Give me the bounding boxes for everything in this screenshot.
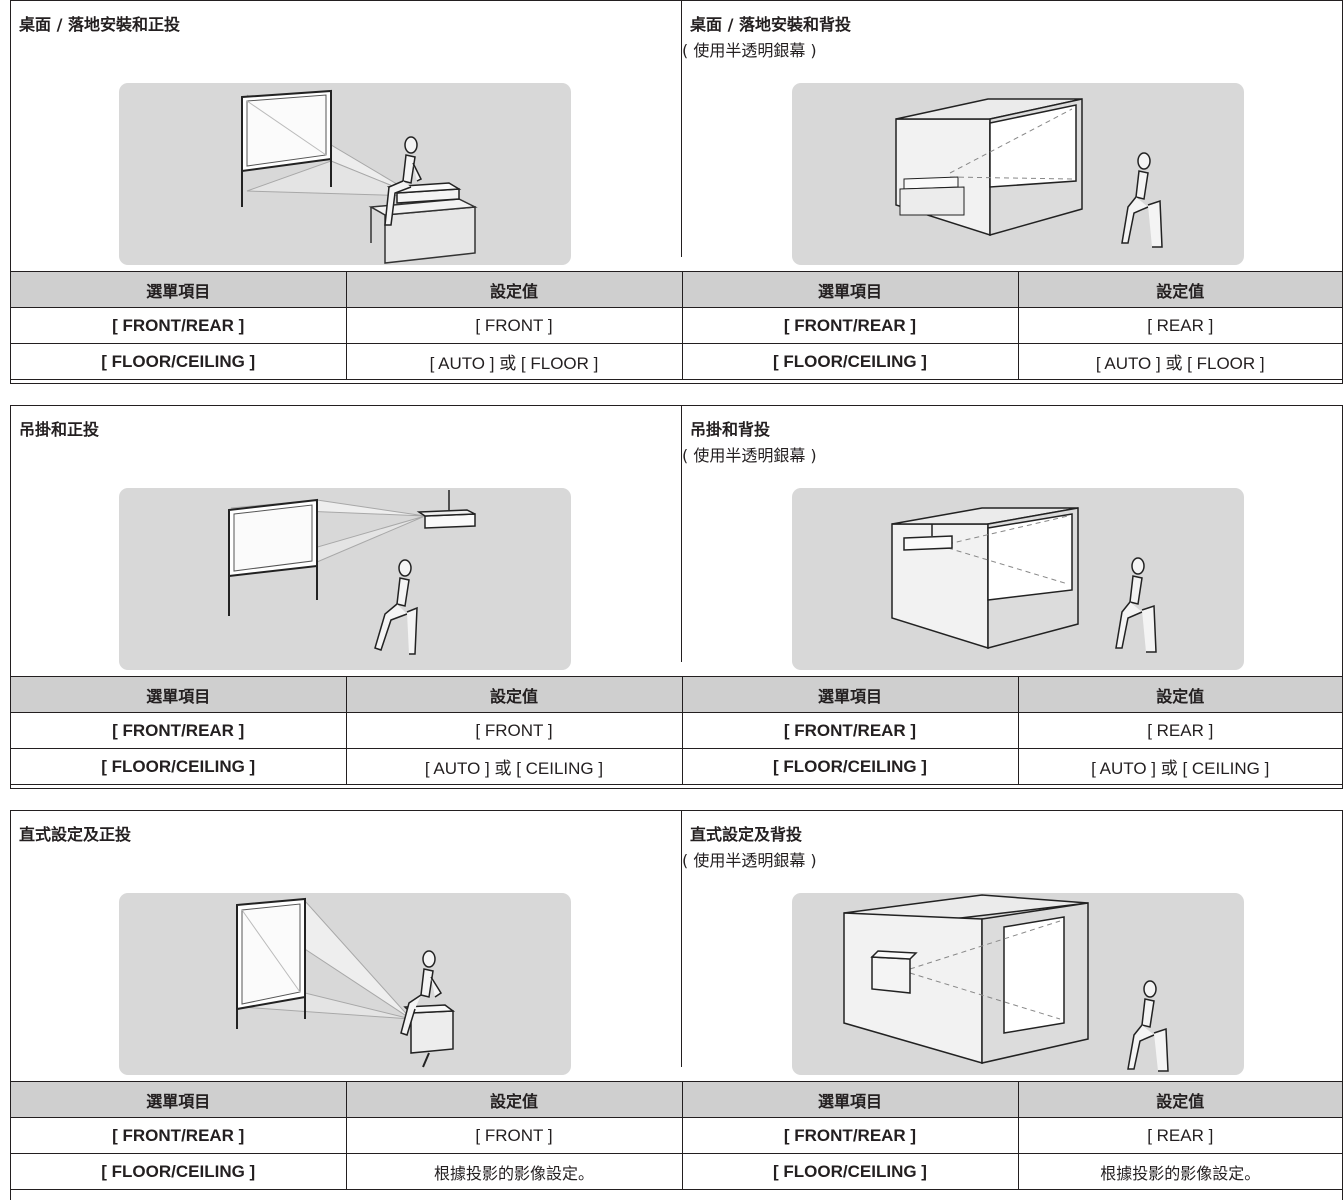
installation-section-desk-floor: 桌面 / 落地安裝和正投 (10, 0, 1343, 384)
settings-table: 選單項目 設定值 選單項目 設定值 [ FRONT/REAR ] [ FRONT… (11, 271, 1342, 380)
menu-item-cell: [ FRONT/REAR ] (681, 307, 1019, 344)
menu-item-cell: [ FRONT/REAR ] (11, 307, 347, 344)
illustration-portrait-front-projection (119, 893, 571, 1075)
setting-value-cell: [ AUTO ] 或 [ FLOOR ] (345, 343, 683, 380)
panel-title: 吊掛和正投 (19, 420, 100, 439)
table-row: [ FLOOR/CEILING ] [ AUTO ] 或 [ FLOOR ] [… (11, 343, 1342, 380)
header-menu-item: 選單項目 (11, 1081, 347, 1118)
header-setting-value: 設定值 (345, 676, 683, 713)
header-menu-item: 選單項目 (681, 1081, 1019, 1118)
header-setting-value: 設定值 (1017, 271, 1342, 308)
illustration-desk-rear-projection (792, 83, 1244, 265)
panel-title: 吊掛和背投 (690, 420, 771, 439)
menu-item-cell: [ FRONT/REAR ] (681, 1117, 1019, 1154)
header-setting-value: 設定值 (345, 1081, 683, 1118)
panel-title: 直式設定及正投 (19, 825, 132, 844)
table-row: [ FLOOR/CEILING ] 根據投影的影像設定。 [ FLOOR/CEI… (11, 1153, 1342, 1190)
panel-portrait-rear: 直式設定及背投 ( 使用半透明銀幕 ) (682, 811, 1343, 1075)
table-row: [ FRONT/REAR ] [ FRONT ] [ FRONT/REAR ] … (11, 1117, 1342, 1154)
settings-table: 選單項目 設定值 選單項目 設定值 [ FRONT/REAR ] [ FRONT… (11, 676, 1342, 785)
setting-value-cell: [ REAR ] (1017, 1117, 1342, 1154)
setting-value-cell: 根據投影的影像設定。 (345, 1153, 683, 1190)
table-row: [ FRONT/REAR ] [ FRONT ] [ FRONT/REAR ] … (11, 712, 1342, 749)
header-menu-item: 選單項目 (681, 271, 1019, 308)
panel-subtitle: ( 使用半透明銀幕 ) (682, 446, 817, 465)
menu-item-cell: [ FRONT/REAR ] (11, 712, 347, 749)
illustration-desk-front-projection (119, 83, 571, 265)
setting-value-cell: [ AUTO ] 或 [ FLOOR ] (1017, 343, 1342, 380)
menu-item-cell: [ FLOOR/CEILING ] (11, 1153, 347, 1190)
illustration-ceiling-front-projection (119, 488, 571, 670)
illustration-portrait-rear-projection (792, 893, 1244, 1075)
header-setting-value: 設定值 (1017, 1081, 1342, 1118)
panel-title: 直式設定及背投 (690, 825, 803, 844)
menu-item-cell: [ FLOOR/CEILING ] (681, 748, 1019, 785)
panel-title: 桌面 / 落地安裝和正投 (19, 15, 180, 34)
panel-desk-front: 桌面 / 落地安裝和正投 (11, 1, 682, 265)
installation-section-ceiling: 吊掛和正投 吊掛和背投 ( 使用半透明 (10, 405, 1343, 789)
setting-value-cell: [ FRONT ] (345, 712, 683, 749)
header-setting-value: 設定值 (345, 271, 683, 308)
header-menu-item: 選單項目 (681, 676, 1019, 713)
menu-item-cell: [ FLOOR/CEILING ] (11, 343, 347, 380)
panel-ceiling-front: 吊掛和正投 (11, 406, 682, 670)
menu-item-cell: [ FRONT/REAR ] (11, 1117, 347, 1154)
setting-value-cell: [ FRONT ] (345, 1117, 683, 1154)
panel-portrait-front: 直式設定及正投 (11, 811, 682, 1075)
panel-desk-rear: 桌面 / 落地安裝和背投 ( 使用半透明銀幕 ) (682, 1, 1343, 265)
header-menu-item: 選單項目 (11, 271, 347, 308)
illustration-ceiling-rear-projection (792, 488, 1244, 670)
menu-item-cell: [ FLOOR/CEILING ] (681, 1153, 1019, 1190)
header-setting-value: 設定值 (1017, 676, 1342, 713)
setting-value-cell: [ REAR ] (1017, 712, 1342, 749)
setting-value-cell: [ AUTO ] 或 [ CEILING ] (1017, 748, 1342, 785)
setting-value-cell: [ FRONT ] (345, 307, 683, 344)
header-menu-item: 選單項目 (11, 676, 347, 713)
panel-subtitle: ( 使用半透明銀幕 ) (682, 851, 817, 870)
panel-ceiling-rear: 吊掛和背投 ( 使用半透明銀幕 ) (682, 406, 1343, 670)
menu-item-cell: [ FLOOR/CEILING ] (681, 343, 1019, 380)
setting-value-cell: [ REAR ] (1017, 307, 1342, 344)
installation-section-portrait: 直式設定及正投 直式設定及背 (10, 810, 1343, 1200)
panel-title: 桌面 / 落地安裝和背投 (690, 15, 851, 34)
setting-value-cell: [ AUTO ] 或 [ CEILING ] (345, 748, 683, 785)
table-row: [ FLOOR/CEILING ] [ AUTO ] 或 [ CEILING ]… (11, 748, 1342, 785)
menu-item-cell: [ FRONT/REAR ] (681, 712, 1019, 749)
table-row: [ FRONT/REAR ] [ FRONT ] [ FRONT/REAR ] … (11, 307, 1342, 344)
panel-subtitle: ( 使用半透明銀幕 ) (682, 41, 817, 60)
setting-value-cell: 根據投影的影像設定。 (1017, 1153, 1342, 1190)
menu-item-cell: [ FLOOR/CEILING ] (11, 748, 347, 785)
settings-table: 選單項目 設定值 選單項目 設定值 [ FRONT/REAR ] [ FRONT… (11, 1081, 1342, 1190)
